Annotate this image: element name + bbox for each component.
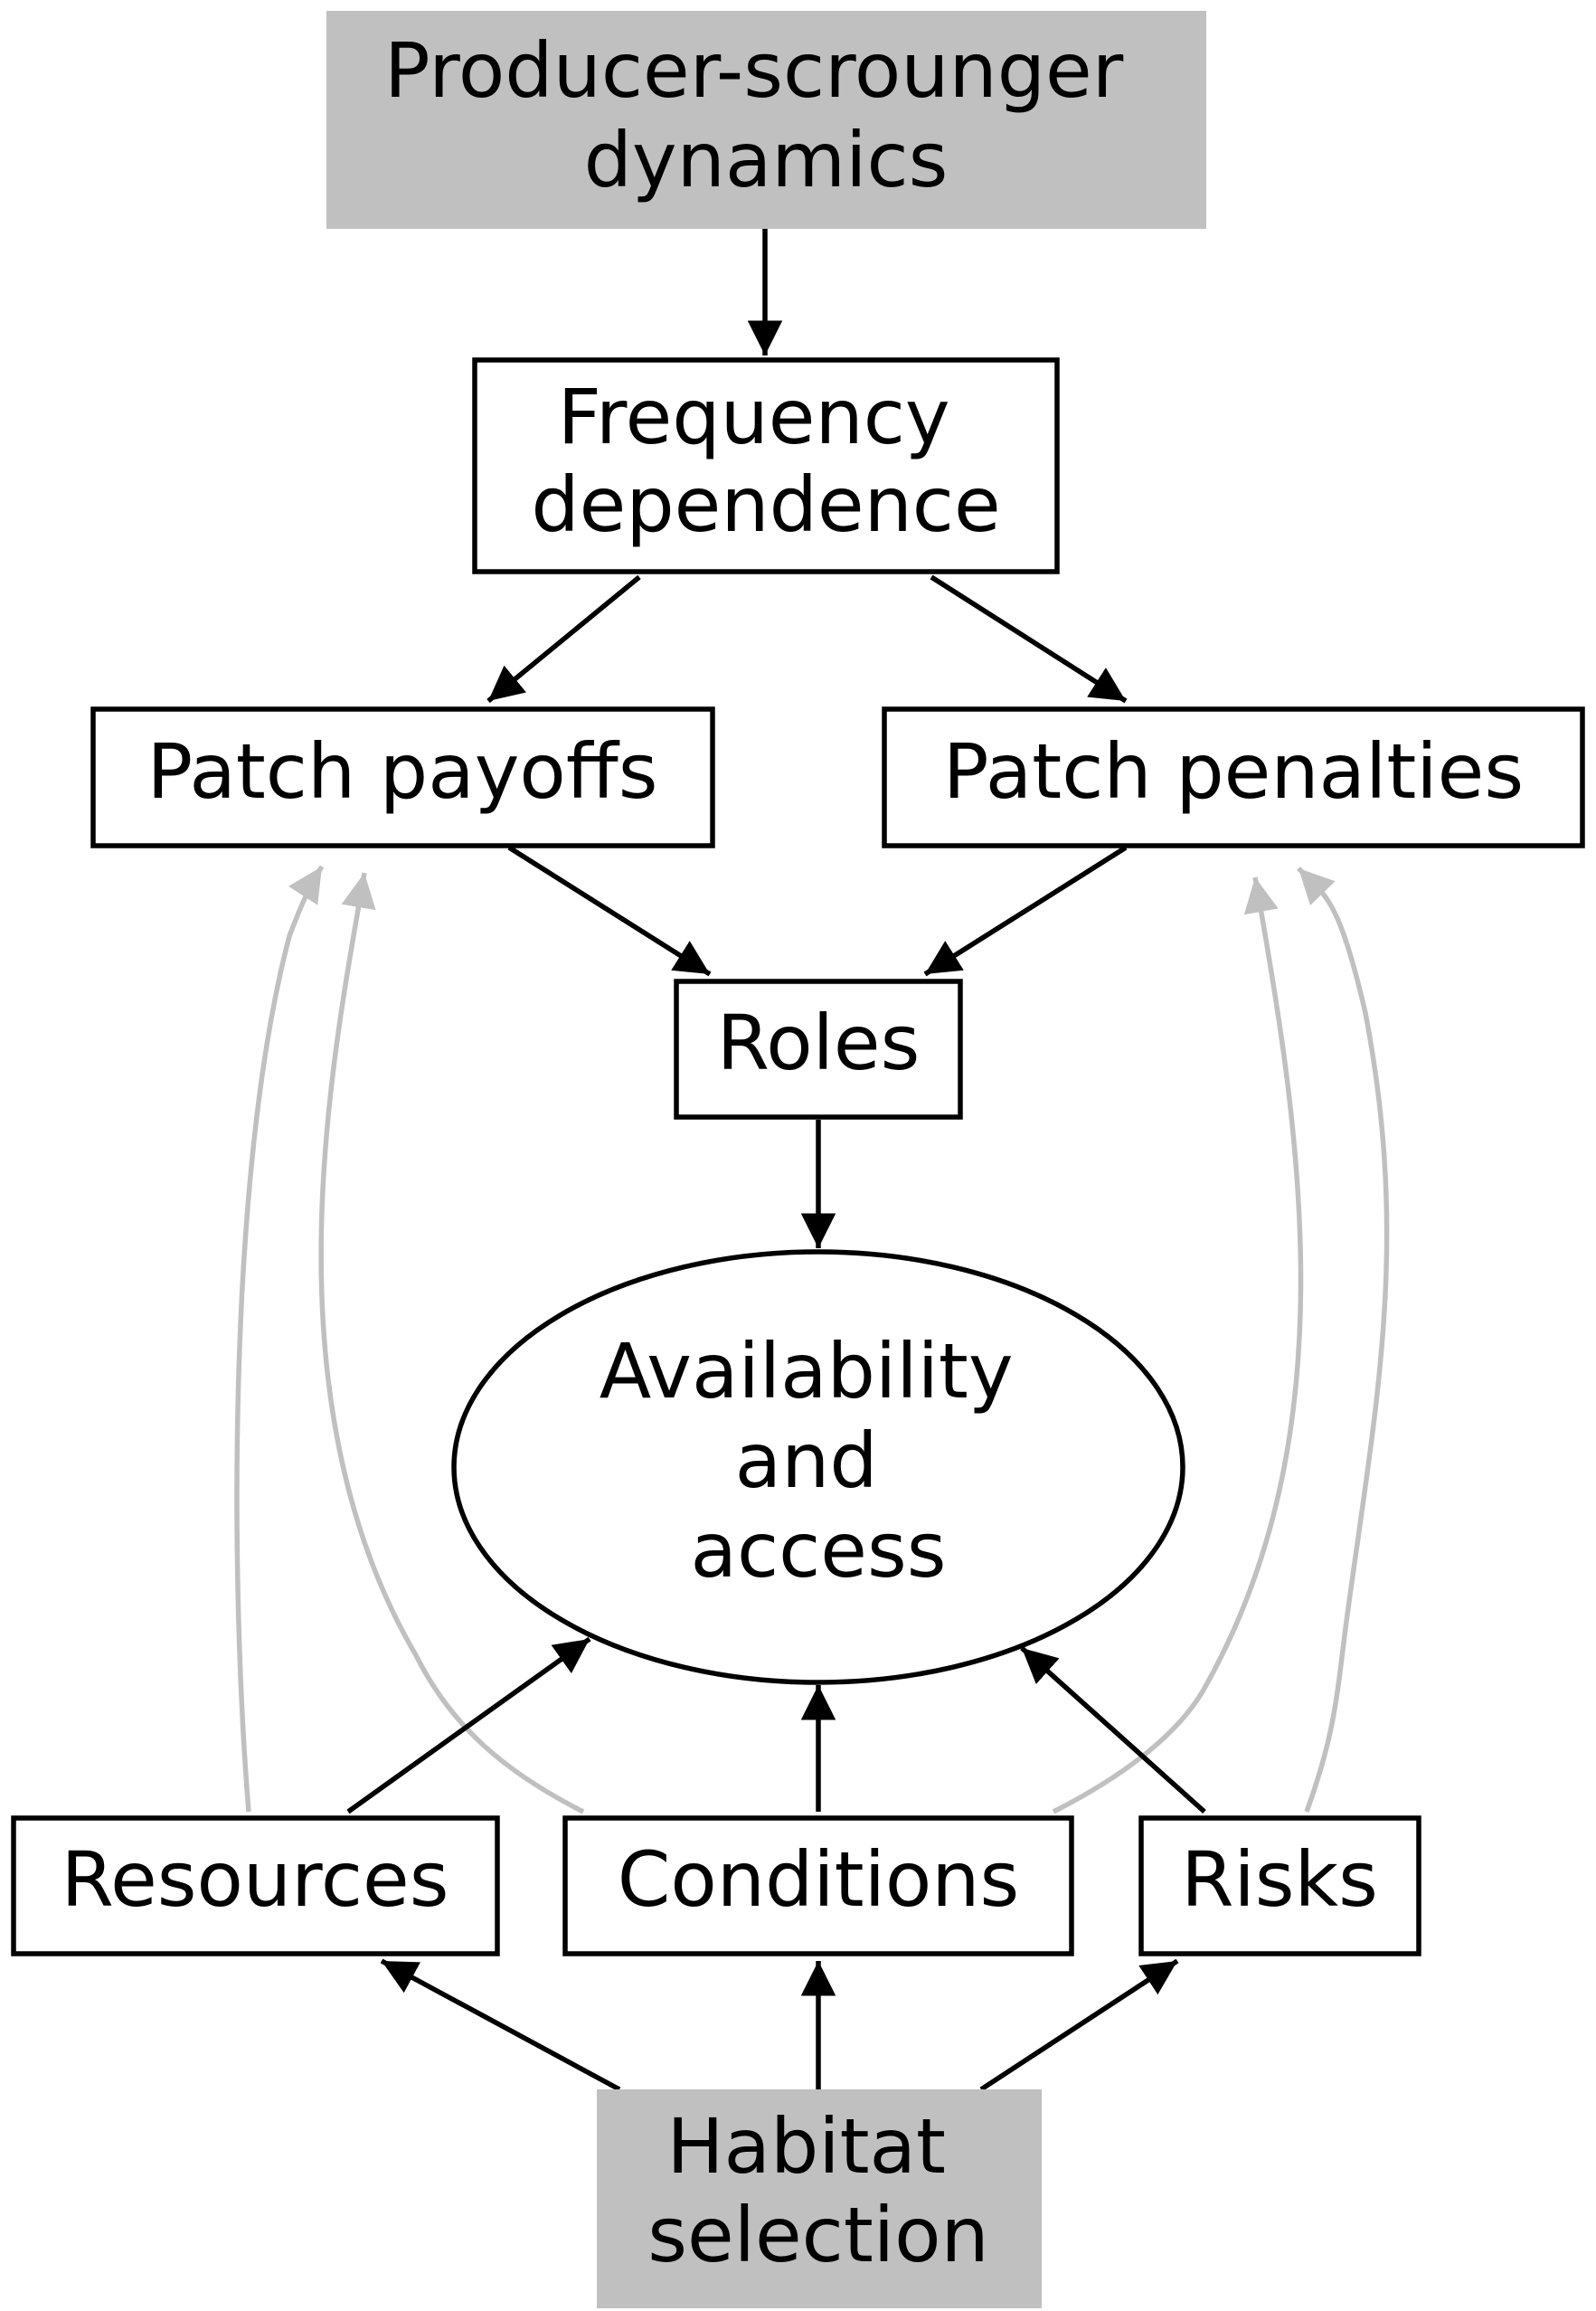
node-risks-box xyxy=(1138,1815,1421,1956)
node-resources-line-1: Resources xyxy=(61,1835,449,1924)
svg-text:Patch payoffs: Patch payoffs xyxy=(147,727,658,816)
edge-frequency-to-patch-payoffs xyxy=(486,574,641,704)
node-patch-penalties-box xyxy=(882,706,1585,848)
node-producer-scrounger-line-2: dynamics xyxy=(584,116,949,204)
svg-text:Patch penalties: Patch penalties xyxy=(943,727,1524,816)
node-roles-line-1: Roles xyxy=(717,999,921,1087)
edge-habitat-to-risks xyxy=(979,1958,1179,2092)
node-conditions-line-1: Conditions xyxy=(618,1835,1020,1924)
node-frequency-dependence: Frequency dependence xyxy=(472,357,1060,574)
node-patch-payoffs-line-1: Patch payoffs xyxy=(147,727,658,816)
node-producer-scrounger-box xyxy=(326,11,1206,229)
node-patch-payoffs: Patch payoffs xyxy=(90,706,715,848)
node-patch-penalties: Patch penalties xyxy=(882,706,1585,848)
svg-text:Frequency dependence: Frequency dependence xyxy=(531,373,1000,549)
node-patch-penalties-line-1: Patch penalties xyxy=(943,727,1524,816)
edge-resources-to-availability xyxy=(346,1636,591,1814)
node-availability-access-line-1: Availability xyxy=(600,1327,1014,1416)
svg-text:Habitat selection: Habitat selection xyxy=(647,2102,989,2279)
node-roles: Roles xyxy=(674,979,963,1120)
node-risks-line-1: Risks xyxy=(1181,1835,1378,1924)
edge-frequency-to-patch-penalties xyxy=(930,574,1128,704)
svg-text:Roles: Roles xyxy=(717,999,921,1087)
node-habitat-selection: Habitat selection xyxy=(597,2089,1042,2308)
node-availability-access-ellipse xyxy=(451,1249,1185,1685)
node-frequency-dependence-line-1: Frequency xyxy=(558,373,950,461)
node-habitat-selection-line-1: Habitat xyxy=(666,2102,946,2191)
svg-text:Resources: Resources xyxy=(61,1835,449,1924)
node-frequency-dependence-line-2: dependence xyxy=(531,460,1000,549)
svg-text:Producer-scrounger dynam: Producer-scrounger dynamics xyxy=(384,26,1147,204)
node-availability-access-line-3: access xyxy=(690,1506,946,1595)
node-availability-access-line-2: and xyxy=(735,1416,878,1505)
svg-text:Conditions: Conditions xyxy=(618,1835,1020,1924)
node-risks: Risks xyxy=(1138,1815,1421,1956)
edge-risks-to-availability xyxy=(1020,1645,1206,1814)
edge-patch-penalties-to-roles xyxy=(923,845,1128,977)
svg-text:Availability and a: Availability and access xyxy=(600,1327,1038,1595)
edge-conditions-to-patch-payoffs xyxy=(318,872,585,1814)
node-producer-scrounger: Producer-scrounger dynamics xyxy=(326,11,1206,229)
node-resources: Resources xyxy=(11,1815,500,1956)
node-producer-scrounger-line-1: Producer-scrounger xyxy=(384,26,1124,115)
edge-habitat-to-resources xyxy=(380,1958,621,2092)
svg-text:Risks: Risks xyxy=(1181,1835,1378,1924)
node-conditions-box xyxy=(562,1815,1074,1956)
node-frequency-dependence-box xyxy=(472,357,1060,574)
node-resources-box xyxy=(11,1815,500,1956)
node-availability-access: Availability and access xyxy=(451,1249,1185,1685)
edge-resources-to-patch-payoffs xyxy=(234,865,325,1813)
node-conditions: Conditions xyxy=(562,1815,1074,1956)
node-patch-payoffs-box xyxy=(90,706,715,848)
edge-patch-payoffs-to-roles xyxy=(507,845,712,977)
edge-risks-to-patch-penalties xyxy=(1297,867,1390,1813)
node-habitat-selection-line-2: selection xyxy=(647,2191,989,2279)
node-habitat-selection-box xyxy=(597,2089,1042,2308)
node-roles-box xyxy=(674,979,963,1120)
